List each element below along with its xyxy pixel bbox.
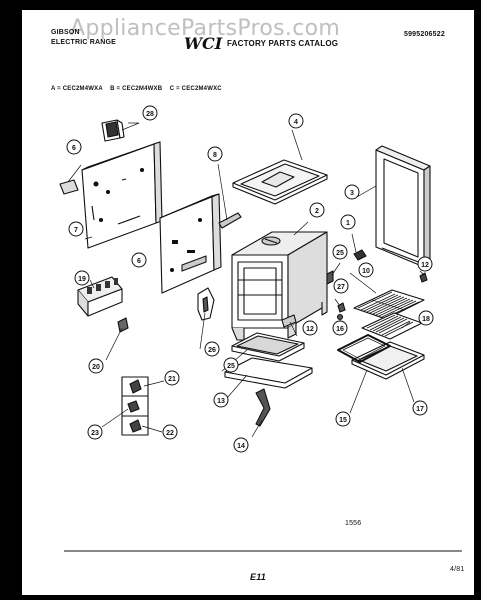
svg-text:18: 18	[422, 316, 430, 323]
model-list: A = CEC2M4WXA B = CEC2M4WXB C = CEC2M4WX…	[51, 86, 222, 92]
svg-text:6: 6	[137, 258, 141, 265]
svg-text:20: 20	[92, 364, 100, 371]
catalog-title: FACTORY PARTS CATALOG	[227, 39, 339, 48]
parts-21-23-22-box	[121, 376, 149, 436]
part-7-side-panel	[81, 141, 163, 249]
svg-text:4: 4	[294, 119, 298, 126]
callout-13: 13	[213, 392, 229, 408]
svg-text:12: 12	[421, 262, 429, 269]
svg-text:7: 7	[74, 227, 78, 234]
callout-10: 10	[358, 262, 374, 278]
part-14-leg	[255, 388, 271, 427]
callout-11: 12	[417, 256, 433, 272]
callout-4: 4	[288, 113, 304, 129]
callout-23: 23	[87, 424, 103, 440]
part-4-top-panel	[232, 159, 328, 205]
callout-22: 22	[162, 424, 178, 440]
callout-15: 15	[335, 411, 351, 427]
svg-text:25: 25	[227, 363, 235, 370]
callout-9: 8	[207, 146, 223, 162]
callout-27: 27	[333, 278, 349, 294]
callout-24: 25	[332, 244, 348, 260]
part-1-knob	[353, 249, 367, 261]
callout-6-upper: 6	[66, 139, 82, 155]
watermark: AppliancePartsPros.com	[70, 16, 341, 41]
part-28-bracket	[101, 119, 125, 142]
part-8-pad	[59, 179, 79, 195]
callout-17: 17	[412, 400, 428, 416]
callout-6-lower: 6	[131, 252, 147, 268]
part-6-rear-panel	[159, 193, 222, 294]
callout-2: 2	[309, 202, 325, 218]
part-13-drawer-pan	[224, 357, 313, 389]
revision-date: 4/81	[450, 566, 465, 573]
svg-text:17: 17	[416, 406, 424, 413]
part-25-drawer-tray	[231, 332, 305, 362]
callout-14: 14	[233, 437, 249, 453]
svg-text:14: 14	[237, 443, 245, 450]
part-12-bracket	[281, 314, 297, 328]
part-18-broiler-rack	[361, 312, 423, 340]
svg-text:23: 23	[91, 430, 99, 437]
svg-text:2: 2	[315, 208, 319, 215]
svg-text:10: 10	[362, 268, 370, 275]
svg-text:21: 21	[168, 376, 176, 383]
callout-1: 1	[340, 214, 356, 230]
part-2-oven-body	[231, 231, 328, 341]
part-17-broiler-pan	[351, 341, 425, 380]
callout-25: 25	[223, 357, 239, 373]
catalog-number: 5995206522	[404, 31, 445, 38]
callout-12: 12	[302, 320, 318, 336]
svg-text:19: 19	[78, 276, 86, 283]
callout-21: 21	[164, 370, 180, 386]
svg-text:3: 3	[350, 190, 354, 197]
svg-text:16: 16	[336, 326, 344, 333]
callout-18: 18	[418, 310, 434, 326]
svg-text:25: 25	[336, 250, 344, 257]
callout-3: 3	[344, 184, 360, 200]
callout-26: 26	[204, 341, 220, 357]
svg-text:WCI: WCI	[184, 34, 223, 52]
part-10-oven-rack	[353, 289, 425, 320]
part-19-terminal-block	[77, 276, 123, 317]
svg-text:12: 12	[306, 326, 314, 333]
svg-text:6: 6	[72, 145, 76, 152]
drawing-number: 1556	[345, 520, 362, 527]
part-20-clip	[117, 317, 129, 333]
svg-text:1: 1	[346, 220, 350, 227]
part-9-strip	[218, 212, 242, 229]
callout-28: 28	[142, 105, 158, 121]
wci-logo: WCI	[184, 34, 223, 52]
callout-16: 16	[332, 320, 348, 336]
svg-text:15: 15	[339, 417, 347, 424]
svg-text:13: 13	[217, 398, 225, 405]
svg-text:27: 27	[337, 284, 345, 291]
part-15-gasket	[337, 334, 391, 363]
product-label: ELECTRIC RANGE	[51, 39, 117, 46]
svg-text:22: 22	[166, 430, 174, 437]
parts-diagram-page: 28 6 7 4 8 2 3 1 6 25 10 12 19 27 16 18 …	[22, 10, 474, 595]
part-24-clip	[326, 270, 334, 285]
callout-19: 19	[74, 270, 90, 286]
callout-7: 7	[68, 221, 84, 237]
svg-text:26: 26	[208, 347, 216, 354]
part-16-part	[336, 313, 344, 321]
page-number: E11	[250, 572, 266, 582]
part-26-pocket	[197, 287, 215, 321]
callout-20: 20	[88, 358, 104, 374]
exploded-parts-diagram: 28 6 7 4 8 2 3 1 6 25 10 12 19 27 16 18 …	[59, 105, 462, 552]
svg-text:8: 8	[213, 152, 217, 159]
part-3-door-panel	[375, 145, 431, 268]
svg-text:28: 28	[146, 111, 154, 118]
brand-label: GIBSON	[51, 29, 80, 36]
